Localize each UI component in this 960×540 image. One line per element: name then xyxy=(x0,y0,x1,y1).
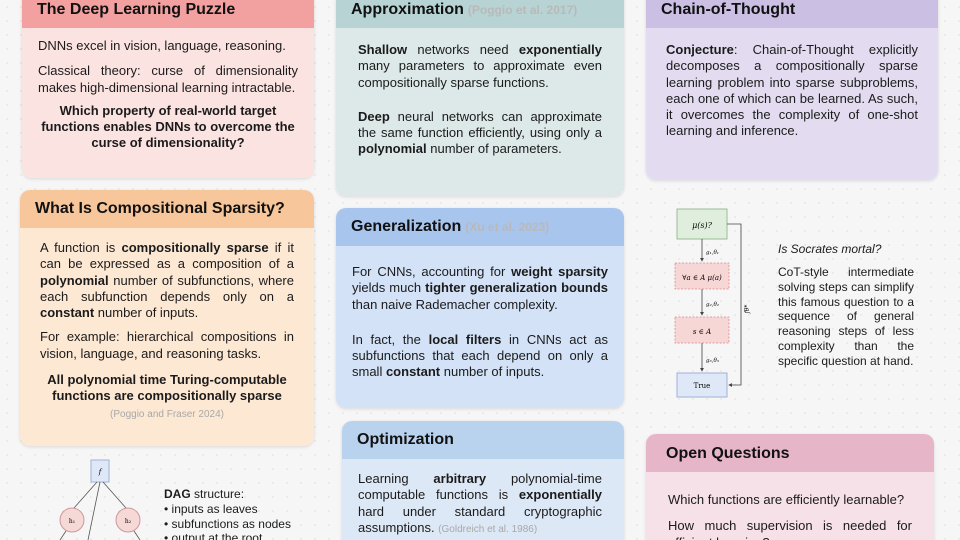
citation: (Goldreich et al. 1986) xyxy=(438,523,538,535)
emphasis: constant xyxy=(385,364,441,380)
dag-heading: DAG structure: xyxy=(164,487,314,502)
emphasis: constant xyxy=(40,305,95,321)
dag-item-text: output at the root xyxy=(171,531,263,540)
dag-node-left xyxy=(59,507,85,533)
flow-shortcut-label: fθ* xyxy=(744,305,751,315)
card-generalization: Generalization(Xu et al. 2023) For CNNs,… xyxy=(336,208,624,408)
dag-node-right xyxy=(115,507,141,533)
dag-node-left-label: h₁ xyxy=(69,518,75,525)
text: Learning xyxy=(358,471,434,486)
flow-edge-2: g₂,θ₂ xyxy=(706,302,719,308)
puzzle-text-1: DNNs excel in vision, language, reasonin… xyxy=(38,38,286,53)
card-title: Open Questions xyxy=(646,434,934,472)
emphasis: local filters xyxy=(428,331,502,347)
text: networks need xyxy=(407,42,519,57)
card-title-text: Generalization xyxy=(351,218,462,235)
text: number of parameters. xyxy=(426,141,562,157)
sparsity-definition: A function is compositionally sparse if … xyxy=(40,240,294,321)
flow-edge-1: g₁,θ₁ xyxy=(706,250,719,256)
card-optimization: Optimization Learning arbitrary polynomi… xyxy=(342,421,624,540)
emphasis: Deep xyxy=(358,108,390,124)
card-approximation: Approximation(Poggio et al. 2017) Shallo… xyxy=(336,0,624,196)
dag-item-text: subfunctions as nodes xyxy=(171,516,291,531)
emphasis: Conjecture xyxy=(666,42,734,57)
flow-node-end-label: True xyxy=(694,382,711,390)
emphasis: exponentially xyxy=(518,42,602,57)
emphasis: tighter generalization bounds xyxy=(425,280,608,296)
card-title: The Deep Learning Puzzle xyxy=(22,0,314,28)
sparsity-claim: All polynomial time Turing-computable fu… xyxy=(47,372,287,404)
emphasis: polynomial xyxy=(40,272,109,288)
flow-edge-3: g₃,θ₃ xyxy=(706,358,719,364)
dag-description: DAG structure: • inputs as leaves • subf… xyxy=(164,487,314,540)
sparsity-example: For example: hierarchical compositions i… xyxy=(40,329,294,361)
cot-example-question: Is Socrates mortal? xyxy=(778,242,882,256)
text: number of inputs. xyxy=(94,305,199,321)
sparsity-citation: (Poggio and Fraser 2024) xyxy=(110,408,224,420)
emphasis: arbitrary xyxy=(433,471,487,486)
text: For CNNs, accounting for xyxy=(352,264,512,279)
text: polynomial-time computable functions is xyxy=(358,471,602,503)
dag-heading-bold: DAG xyxy=(164,487,191,501)
approx-text-2: Deep neural networks can approximate the… xyxy=(358,109,602,158)
dag-item: • inputs as leaves xyxy=(164,501,258,516)
open-question-2: How much supervision is needed for effic… xyxy=(668,518,912,540)
text: : Chain-of-Thought explicitly decomposes… xyxy=(666,42,918,139)
emphasis: Shallow xyxy=(358,42,408,57)
card-title: What Is Compositional Sparsity? xyxy=(20,190,314,228)
text: if it can be expressed as a composition … xyxy=(40,240,294,272)
emphasis: polynomial xyxy=(358,141,427,157)
puzzle-text-2: Classical theory: curse of dimensionalit… xyxy=(38,63,298,95)
emphasis: exponentially xyxy=(518,487,602,503)
dag-item: • subfunctions as nodes xyxy=(164,516,291,531)
text: neural networks can approximate the same… xyxy=(358,108,602,141)
flow-node-member xyxy=(674,316,730,344)
card-open-questions: Open Questions Which functions are effic… xyxy=(646,434,934,540)
card-title-citation: (Xu et al. 2023) xyxy=(465,220,550,234)
text: many parameters to approximate even comp… xyxy=(358,58,602,90)
card-title-text: Approximation xyxy=(351,1,464,18)
cot-flow-figure: μ(s)? g₁,θ₁ ∀a ∈ A μ(a) g₂,θ₂ s ∈ A g₃,θ… xyxy=(674,208,751,398)
text: hard under standard cryptographic assump… xyxy=(358,503,602,535)
text: than naive Rademacher complexity. xyxy=(352,296,558,312)
dag-root-label: f xyxy=(98,468,103,476)
dag-item-text: inputs as leaves xyxy=(171,501,258,516)
text: yields much xyxy=(352,280,426,296)
card-deep-learning-puzzle: The Deep Learning Puzzle DNNs excel in v… xyxy=(22,0,314,178)
text: In fact, the xyxy=(352,331,429,347)
flow-node-start-label: μ(s)? xyxy=(692,221,713,230)
dag-heading-rest: structure: xyxy=(190,487,245,501)
text: A function is xyxy=(40,240,122,255)
flow-node-forall xyxy=(674,262,730,290)
card-compositional-sparsity: What Is Compositional Sparsity? A functi… xyxy=(20,190,314,446)
dag-item: • output at the root xyxy=(164,531,314,540)
card-title: Approximation(Poggio et al. 2017) xyxy=(336,0,624,28)
dag-node-right-label: h₂ xyxy=(125,518,132,525)
flow-node-forall-label: ∀a ∈ A μ(a) xyxy=(682,274,722,282)
dag-figure: f h₁ h₂ xyxy=(59,459,141,540)
cot-example-description: CoT-style intermediate solving steps can… xyxy=(778,265,914,368)
text: in CNNs act as subfunctions that each de… xyxy=(352,331,608,380)
open-question-1: Which functions are efficiently learnabl… xyxy=(668,492,905,507)
card-title: Generalization(Xu et al. 2023) xyxy=(336,208,624,246)
approx-text-1: Shallow networks need exponentially many… xyxy=(358,42,602,91)
emphasis: compositionally sparse xyxy=(121,240,269,255)
opt-text: Learning arbitrary polynomial-time compu… xyxy=(358,471,602,538)
card-title: Optimization xyxy=(342,421,624,459)
gen-text-2: In fact, the local filters in CNNs act a… xyxy=(352,332,608,381)
emphasis: weight sparsity xyxy=(511,264,608,279)
gen-text-1: For CNNs, accounting for weight sparsity… xyxy=(352,264,608,313)
text: number of subfunctions, where each subfu… xyxy=(40,272,294,304)
puzzle-question: Which property of real-world target func… xyxy=(41,102,295,151)
flow-node-member-label: s ∈ A xyxy=(693,328,711,336)
cot-conjecture: Conjecture: Chain-of-Thought explicitly … xyxy=(666,42,918,140)
card-title-citation: (Poggio et al. 2017) xyxy=(467,3,578,17)
flow-node-end xyxy=(676,372,728,398)
card-chain-of-thought: Chain-of-Thought Conjecture: Chain-of-Th… xyxy=(646,0,938,180)
text: number of inputs. xyxy=(440,364,545,380)
card-title: Chain-of-Thought xyxy=(646,0,938,28)
